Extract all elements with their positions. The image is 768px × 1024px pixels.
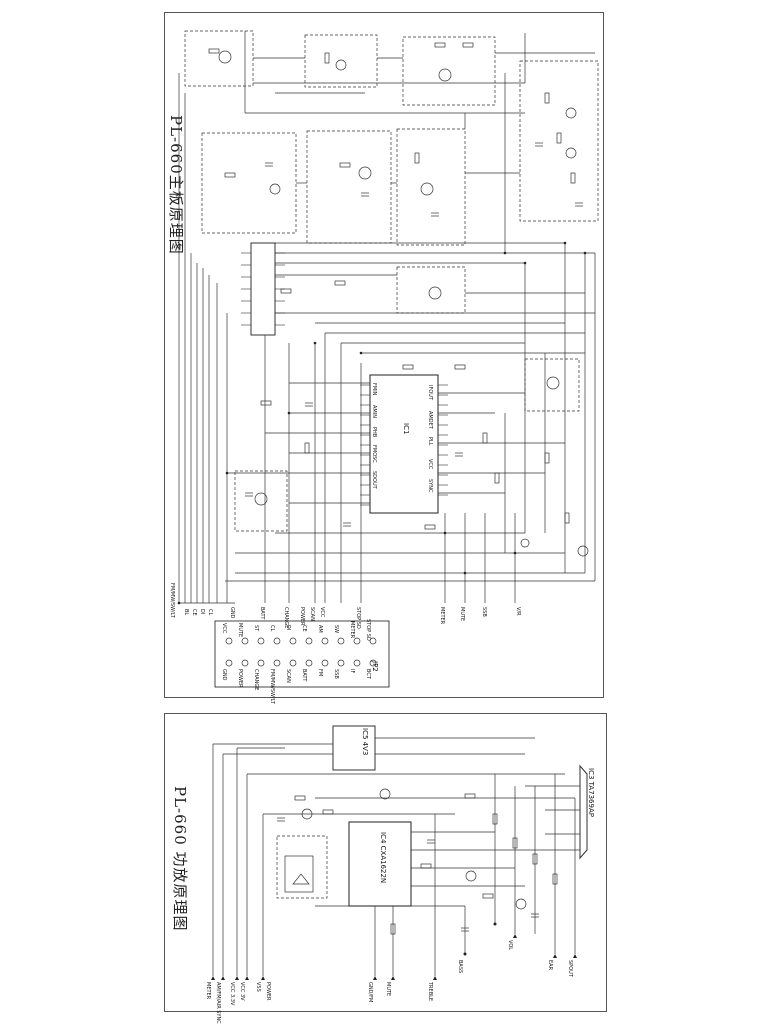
ic4-label: IC4 CXA1622N <box>379 832 387 884</box>
jp2-pin-label: STOP SD <box>365 619 371 641</box>
signal-label: VCC <box>319 607 325 618</box>
module-box-tone <box>276 835 328 899</box>
jp2-pin-label: METER <box>349 621 355 639</box>
amplifier-title: PL-660 功放原理图 <box>171 786 189 932</box>
amp-signal-label: VOL <box>507 940 513 951</box>
signal-label: CL <box>207 609 213 616</box>
signal-label: FM/MW/SW/LT <box>169 583 175 618</box>
module-box-fet <box>396 266 466 314</box>
jp2-pin-label: DI <box>285 625 291 631</box>
jp2-pin-label: CE <box>301 625 307 632</box>
main-board-wiring <box>177 30 599 688</box>
jp2-pin-label: SCAN <box>285 669 291 683</box>
jp2-pin-label: POWER <box>237 669 243 688</box>
ic-main-label: IC1 <box>402 423 410 435</box>
signal-label: MUTE <box>459 607 465 622</box>
amp-signal-label: TREBLE <box>427 982 433 1002</box>
jp2-pin-label: BATT <box>301 669 307 682</box>
jp2-pin-label: MUTE <box>237 623 243 638</box>
main-board-title: PL-660主板原理图 <box>167 115 185 255</box>
amp-signal-label: VCC 3.3V <box>229 982 235 1006</box>
module-box-ic-a <box>184 30 254 87</box>
signal-label: POWER <box>299 607 305 626</box>
amp-signal-label: GND/FM <box>367 982 373 1003</box>
amp-signal-label: VCC 3V <box>239 982 245 1001</box>
jp2-pin-label: VCC <box>221 623 227 634</box>
ic-main-pin-label: AMDET <box>427 411 433 429</box>
jp2-pin-label: AM <box>317 625 323 633</box>
signal-label: SSB <box>481 607 487 617</box>
ic-main-pin-label: IFOUT <box>427 385 433 400</box>
jp2-pin-label: GND <box>221 669 227 681</box>
ic-main-pin-label: PLL <box>427 437 433 446</box>
module-box-audio <box>234 470 288 532</box>
jp2-pin-label: CL <box>269 625 275 632</box>
jp2-pin-label: CHANGE <box>253 669 259 691</box>
jp2-pin-label: SSB <box>333 669 339 679</box>
jp2-pins <box>225 637 377 667</box>
ic3-body <box>579 764 588 860</box>
ic-main-pin-label: PHB <box>371 427 377 438</box>
jp2-pin-label: ST <box>253 625 259 632</box>
amplifier-wiring <box>211 725 588 980</box>
signal-label: CE <box>191 609 197 616</box>
signal-label: V/R <box>515 607 521 616</box>
ic-main-pin-label: SYNC <box>427 479 433 493</box>
ic5-body <box>332 725 376 771</box>
jp2-pin-label: FM/MW/SW/LT <box>269 669 275 704</box>
ic-main-pin-label: FMIN <box>371 383 377 396</box>
signal-label: GND <box>229 607 235 619</box>
amp-signal-label: MUTE <box>385 982 391 997</box>
ic2-body <box>250 242 276 336</box>
signal-label: SCAN <box>309 607 315 621</box>
ic-main-pin-label: FMOSC <box>371 445 377 463</box>
amp-signal-label: AM/FM/AIR SYNC <box>215 982 221 1024</box>
main-board-schematic: PL-660主板原理图 IC1 FMIN AMIN PHB FMOSC SDOU… <box>164 12 604 704</box>
ic-main-pin-label: SDOUT <box>371 471 377 489</box>
connector-jp2-label: JP2 <box>371 661 379 672</box>
amp-signal-label: VSS <box>255 982 261 992</box>
amp-signal-label: METER <box>205 982 211 1000</box>
module-box-rf-amp <box>201 132 297 234</box>
module-box-mixer <box>306 130 392 244</box>
module-box-detector <box>524 358 580 412</box>
jp2-pin-label: SW <box>333 625 339 634</box>
module-box-fm-rf <box>519 60 599 222</box>
jp2-pin-label: FM <box>317 669 323 677</box>
module-box-osc <box>304 34 378 88</box>
amp-signal-label: SPOUT <box>567 960 573 977</box>
module-box-lpf <box>402 36 496 106</box>
ic-main-pin-label: AMIN <box>371 405 377 418</box>
amp-signal-label: EAR <box>547 960 553 971</box>
signal-label: BL <box>183 609 189 616</box>
amplifier-schematic: PL-660 功放原理图 IC5 4V3 IC4 CXA1622N IC3 TA… <box>164 713 607 1024</box>
module-box-if <box>396 128 466 246</box>
jp2-pin-label: IF <box>349 669 355 674</box>
signal-label: DI <box>199 609 205 615</box>
ic3-label: IC3 TA7369AP <box>587 768 595 817</box>
amp-signal-label: POWER <box>265 982 271 1001</box>
jp2-pin-label: BCT <box>365 669 371 679</box>
ic-main-body <box>369 374 439 514</box>
signal-label: STOP SD <box>355 607 361 629</box>
signal-label: METER <box>439 607 445 625</box>
ic5-label: IC5 4V3 <box>361 728 369 756</box>
amp-signal-label: BASS <box>457 960 463 974</box>
ic-main-pin-label: VCC <box>427 459 433 470</box>
signal-label: BATT <box>259 607 265 620</box>
